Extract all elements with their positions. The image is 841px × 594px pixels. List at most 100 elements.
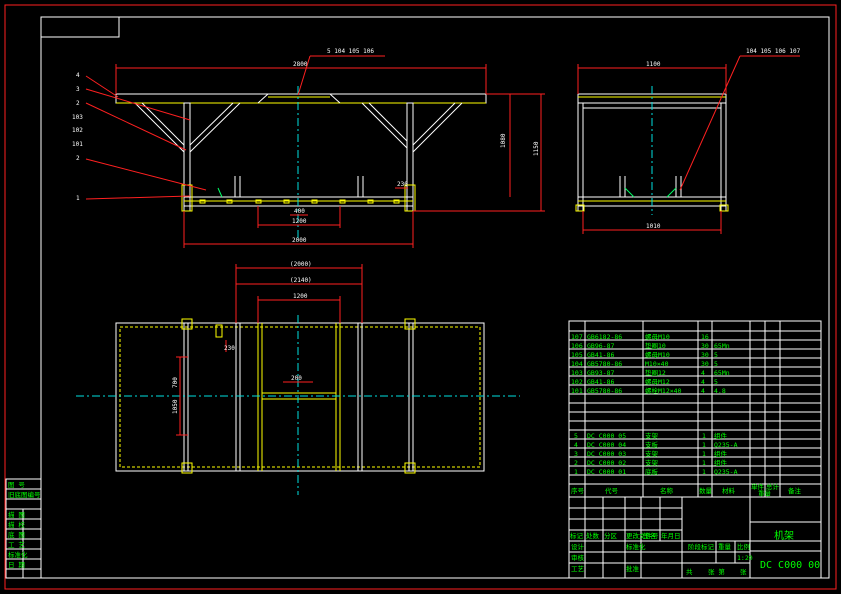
callout-front-left-3: 2 [76, 100, 80, 107]
callout-front-left-1: 4 [76, 72, 80, 79]
dim-front-right: 230 [397, 181, 408, 188]
bom-row-name: M10×40 [645, 360, 669, 368]
bom-header-no: 序号 [571, 486, 585, 495]
bom-row-material: 组件 [714, 458, 728, 467]
dim-plan-mid: 200 [291, 375, 302, 382]
weight-label: 重量 [718, 543, 732, 551]
bom-row-qty: 30 [701, 342, 709, 350]
bom-row-material: Q235-A [714, 468, 738, 476]
dim-front-overall: 2800 [293, 61, 308, 68]
callout-front-left-2: 3 [76, 86, 80, 93]
revision-label: 处数 [586, 531, 600, 540]
front-view [85, 55, 545, 248]
callout-front-left-8: 1 [76, 195, 80, 202]
plan-view [76, 264, 520, 495]
side-panel-label: 图 号 [8, 481, 25, 489]
dim-plan-top2: (2140) [290, 277, 312, 284]
bom-header-name: 名称 [660, 486, 674, 495]
callout-front-left-4: 103 [72, 114, 83, 121]
bom-row-material: 65Mn [714, 369, 730, 377]
bom-row-qty: 1 [702, 450, 706, 458]
bom-row-name: 螺栓M12×40 [645, 386, 682, 395]
side-panel-row: 工 艺 [8, 541, 25, 549]
bom-part-rows: 5 DC C000 05 支架 1 组件 4 DC C000 04 支板 1 Q… [574, 431, 738, 476]
bom-row-name: 底板 [645, 467, 659, 476]
bom-row-qty: 4 [701, 378, 705, 386]
callout-front-left-6: 101 [72, 141, 83, 148]
bom-row-code: DC C000 01 [587, 468, 626, 476]
bom-header-row: 序号 代号 名称 数量 材料 单件 总计 重量 备注 [571, 482, 802, 498]
bom-row-name: 支板 [645, 440, 659, 449]
dim-plan-small: 230 [224, 345, 235, 352]
bom-row-qty: 1 [702, 468, 706, 476]
bom-row-material: 5 [714, 360, 718, 368]
dim-plan-top1: (2000) [290, 261, 312, 268]
drawing-number: DC C000 00 [760, 560, 820, 571]
bom-row-code: GB41-86 [587, 351, 614, 359]
side-panel-row: 描 图 [8, 510, 25, 519]
bom-header-total-weight: 总计 [766, 482, 780, 491]
bom-row-material: 5 [714, 351, 718, 359]
side-panel-label: 旧底图编号 [8, 490, 41, 499]
bom-row-name: 螺母M10 [645, 350, 670, 359]
bom-row-material: 5 [714, 378, 718, 386]
outer-border [4, 4, 837, 590]
bom-row-code: GB96-87 [587, 342, 614, 350]
bom-row-qty: 1 [702, 459, 706, 467]
bom-row-code: GB6182-86 [587, 333, 622, 341]
bom-row-no: 103 [571, 369, 583, 377]
bom-row-material: Q235-A [714, 441, 738, 449]
bom-row-no: 5 [574, 432, 578, 440]
side-panel [5, 478, 42, 579]
sheet-total-label: 共 [686, 567, 693, 576]
revision-label: 年月日 [661, 531, 681, 540]
bom-header-qty: 数量 [699, 486, 713, 495]
sheet-of-label: 张 第 [708, 567, 725, 576]
dim-front-base: 2000 [292, 237, 307, 244]
bom-row-code: GB5780-86 [587, 360, 622, 368]
title-block [568, 496, 822, 579]
bom-table [568, 320, 822, 498]
bom-row-material: 65Mn [714, 342, 730, 350]
bom-row-no: 4 [574, 441, 578, 449]
dim-front-height-outer: 1150 [533, 141, 540, 156]
bom-row-name: 垫圈12 [645, 368, 666, 377]
dim-front-mid: 1200 [292, 218, 307, 225]
bom-row-qty: 1 [702, 432, 706, 440]
bom-header-weight: 重量 [758, 490, 772, 498]
bom-header-unit-weight: 单件 [751, 482, 765, 491]
bom-row-name: 螺母M10 [645, 332, 670, 341]
bom-row-no: 105 [571, 351, 583, 359]
bom-row-qty: 16 [701, 333, 709, 341]
bom-row-no: 3 [574, 450, 578, 458]
bom-header-material: 材料 [722, 486, 736, 495]
dim-side-base: 1010 [646, 223, 661, 230]
dim-plan-top3: 1200 [293, 293, 308, 300]
dim-plan-left1: 700 [172, 377, 179, 388]
revision-label: 标记 [570, 531, 584, 540]
inner-border [40, 16, 830, 579]
revision-label: 更改文件号 [626, 531, 659, 540]
bom-row-name: 支架 [645, 458, 659, 467]
bom-row-qty: 4 [701, 387, 705, 395]
bom-row-no: 2 [574, 459, 578, 467]
bom-row-qty: 30 [701, 360, 709, 368]
role-label: 批准 [626, 564, 640, 573]
scale-label: 比例 [737, 542, 750, 551]
callout-side-top: 104 105 106 107 [746, 48, 801, 55]
bom-row-code: GB41-86 [587, 378, 614, 386]
bom-row-material: 4.8 [714, 387, 726, 395]
bom-row-code: DC C000 04 [587, 441, 626, 449]
side-panel-row: 日 期 [8, 561, 25, 569]
bom-row-code: DC C000 03 [587, 450, 626, 458]
bom-row-no: 1 [574, 468, 578, 476]
role-label: 标准化 [626, 542, 646, 551]
bom-row-name: 支架 [645, 449, 659, 458]
dim-plan-left2: 1050 [172, 399, 179, 414]
bom-row-name: 螺母M12 [645, 377, 670, 386]
bom-header-remark: 备注 [788, 486, 802, 495]
bom-row-name: 支架 [645, 431, 659, 440]
sheet-unit-label: 张 [740, 567, 747, 576]
title-name: 机架 [774, 529, 794, 542]
callout-front-left-5: 102 [72, 127, 83, 134]
